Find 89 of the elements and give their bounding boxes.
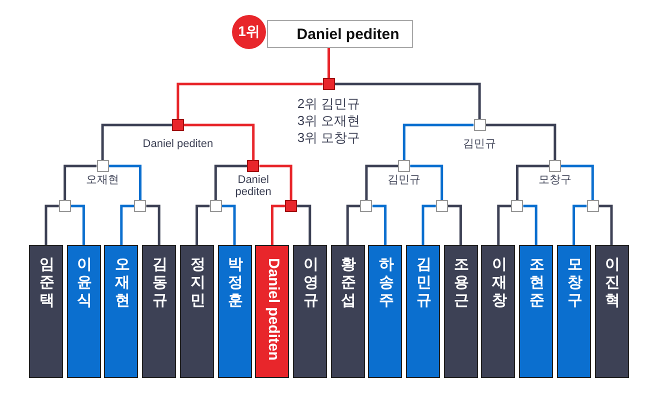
bracket-line [120,204,134,245]
bracket-line [44,204,59,245]
player-box [218,245,252,378]
champion-box: Daniel pediten [267,20,413,48]
junction-square [360,200,372,212]
ranking-text: 3위 모창구 [297,131,360,144]
bracket-line [146,204,160,245]
player-box [29,245,63,378]
bracket-line [196,204,210,245]
junction-square [58,200,71,212]
junction-square [134,200,146,212]
bracket-line [560,164,594,200]
bracket-line [222,204,236,245]
player-box [481,245,516,378]
bracket-line [422,204,436,245]
bracket-line [64,164,97,200]
player-name: 이윤식 [76,256,93,310]
player-name: 이영규 [302,256,319,310]
player-box [330,245,365,378]
player-box [142,245,176,378]
bracket-line [270,204,286,245]
bracket-line [184,124,255,160]
bracket-line [402,124,474,160]
bracket-line [598,204,613,245]
junction-square [96,160,109,172]
bracket-line [70,204,85,245]
junction-square [210,200,222,212]
bracket-line [334,82,481,119]
bracket-line [523,204,538,245]
player-box [406,245,440,378]
bracket-line [497,204,512,245]
winner-label: 김민규 [386,174,422,186]
bracket-line [448,204,462,245]
bracket-line [101,124,172,160]
bracket-line [259,164,292,200]
bracket-line [486,124,556,160]
bracket-line [516,164,549,200]
winner-label: 김민규 [463,138,496,150]
junction-square [548,160,561,172]
player-name: 박정훈 [228,256,244,310]
player-box [444,245,478,378]
player-box [66,245,101,378]
junction-square [511,200,524,212]
bracket-line [328,48,330,78]
player-name: 이진혁 [604,256,620,310]
junction-square [172,119,184,131]
player-name: 황준섭 [340,256,357,310]
bracket-line [108,164,142,200]
player-box [292,245,327,378]
winner-label: Daniel pediten [234,174,272,198]
player-name: 오재현 [114,256,130,310]
player-name: 김민규 [416,256,432,310]
player-box [180,245,214,378]
player-name: 조현준 [529,256,546,310]
player-box [104,245,138,378]
winner-label: 모창구 [537,174,572,186]
player-box [556,245,591,378]
player-box [368,245,402,378]
player-name: 이재창 [491,256,508,310]
player-box [519,245,554,378]
bracket-line [297,204,312,245]
ranking-text: 3위 오재현 [297,114,360,127]
junction-square [398,160,410,172]
player-name: 정지민 [190,256,206,310]
junction-square [285,200,298,212]
junction-square [247,160,260,172]
junction-square [322,78,335,90]
winner-label: Daniel pediten [142,138,214,150]
bracket-line [346,204,360,245]
player-box [255,245,290,378]
player-name: 임준택 [39,256,55,310]
bracket-line [176,82,323,119]
bracket-line [410,164,444,200]
junction-square [586,200,599,212]
ranking-text: 2위 김민규 [297,97,360,110]
junction-square [436,200,448,212]
player-name: 김동규 [152,256,168,310]
player-name: 하송주 [378,256,394,310]
rank-badge: 1위 [232,15,266,49]
player-name: Daniel pediten [264,258,282,361]
bracket-line [365,164,398,200]
winner-label: 오재현 [85,174,120,186]
bracket-line [372,204,387,245]
player-box [594,245,628,378]
player-name: 모창구 [566,256,583,310]
bracket-line [214,164,248,200]
bracket-line [572,204,587,245]
player-name: 조용근 [454,256,470,310]
junction-square [474,119,486,131]
